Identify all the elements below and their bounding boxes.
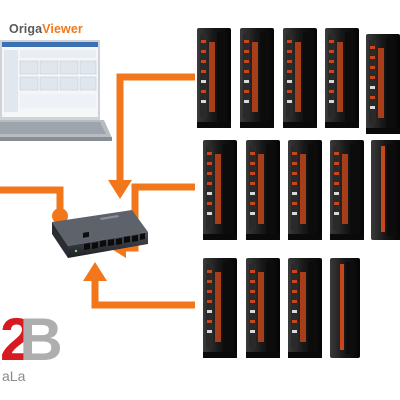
brand-part-1: Origa (9, 22, 43, 36)
device-row-3 (203, 258, 360, 358)
logo-mark-second: B (19, 306, 63, 373)
logo-mark: 2B (0, 310, 63, 370)
logo-mark-first: 2 (0, 306, 34, 373)
laptop-icon (0, 40, 112, 141)
cable-laptop-switch (0, 186, 64, 215)
brand-part-2: Viewer (42, 22, 83, 36)
cable-row3 (91, 276, 195, 309)
cable-connector-dot (52, 208, 68, 224)
device-row-1 (197, 28, 400, 134)
company-logo: 2B aLa (0, 310, 63, 392)
cable-row1 (116, 73, 195, 183)
origaviewer-brand: OrigaViewer (9, 22, 83, 36)
logo-subtext: aLa (2, 368, 26, 384)
device-row-2 (203, 140, 400, 240)
network-switch-icon (52, 210, 148, 258)
